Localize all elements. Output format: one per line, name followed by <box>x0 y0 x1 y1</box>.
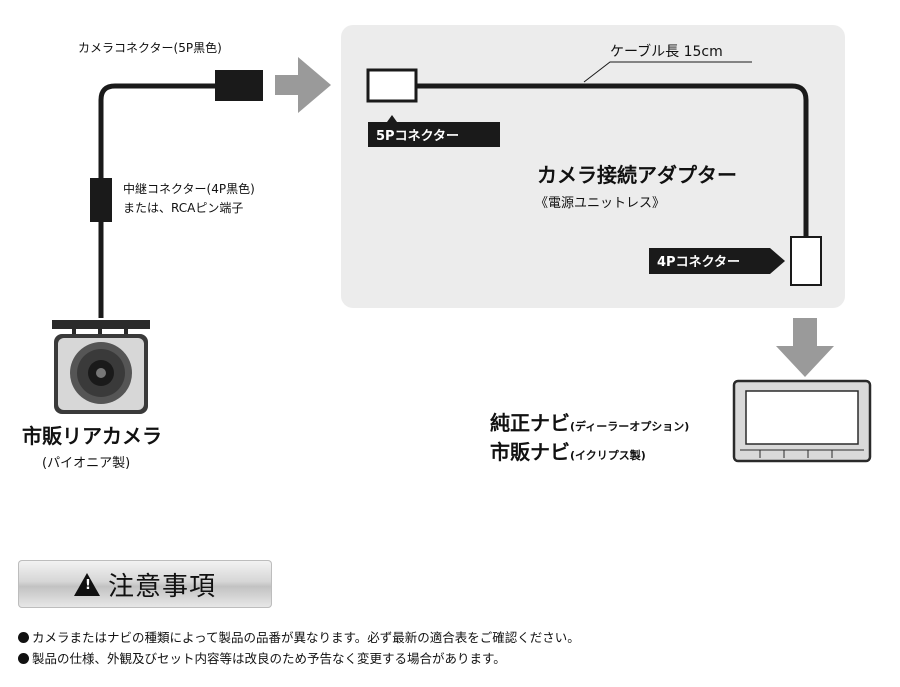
navi-unit-icon <box>732 379 872 463</box>
navi-line-1: 純正ナビ(ディーラーオプション) <box>490 411 689 435</box>
navi-line-2: 市販ナビ(イクリプス製) <box>490 440 646 464</box>
adapter-title: カメラ接続アダプター <box>537 163 737 187</box>
adapter-subtitle: 《電源ユニットレス》 <box>535 196 665 211</box>
caution-note-1: カメラまたはナビの種類によって製品の品番が異なります。必ず最新の適合表をご確認く… <box>18 627 580 646</box>
relay-connector <box>90 178 112 222</box>
warning-triangle-icon: ! <box>73 572 100 596</box>
adapter-cable <box>417 83 809 238</box>
caution-note-1-text: カメラまたはナビの種類によって製品の品番が異なります。必ず最新の適合表をご確認く… <box>32 630 580 645</box>
cable-length-label: ケーブル長 15cm <box>610 43 723 60</box>
camera-subtitle: (パイオニア製) <box>42 456 130 471</box>
cable-length-leader <box>583 61 752 83</box>
caution-banner: ! 注意事項 <box>18 560 272 608</box>
arrow-down-icon <box>776 318 834 377</box>
bullet-icon <box>18 653 29 664</box>
relay-connector-label-1: 中継コネクター(4P黒色) <box>123 181 255 196</box>
rear-camera-icon <box>52 320 150 414</box>
arrow-right-icon <box>275 57 331 113</box>
adapter-panel <box>341 25 845 308</box>
camera-5p-connector <box>215 70 263 101</box>
caution-note-2-text: 製品の仕様、外観及びセット内容等は改良のため予告なく変更する場合があります。 <box>32 651 506 666</box>
caution-note-2: 製品の仕様、外観及びセット内容等は改良のため予告なく変更する場合があります。 <box>18 648 506 667</box>
camera-title: 市販リアカメラ <box>22 424 162 448</box>
camera-cable <box>98 83 218 318</box>
connector-5p-tag <box>368 115 500 147</box>
adapter-5p-connector <box>366 68 418 103</box>
caution-title: 注意事項 <box>107 571 216 602</box>
camera-connector-label: カメラコネクター(5P黒色) <box>78 41 222 55</box>
connector-4p-tag <box>649 248 785 274</box>
adapter-4p-connector <box>790 236 822 286</box>
connector-4p-tag-text: 4Pコネクター <box>657 255 740 270</box>
connector-5p-tag-text: 5Pコネクター <box>376 129 459 144</box>
bullet-icon <box>18 632 29 643</box>
relay-connector-label-2: または、RCAピン端子 <box>123 201 243 215</box>
